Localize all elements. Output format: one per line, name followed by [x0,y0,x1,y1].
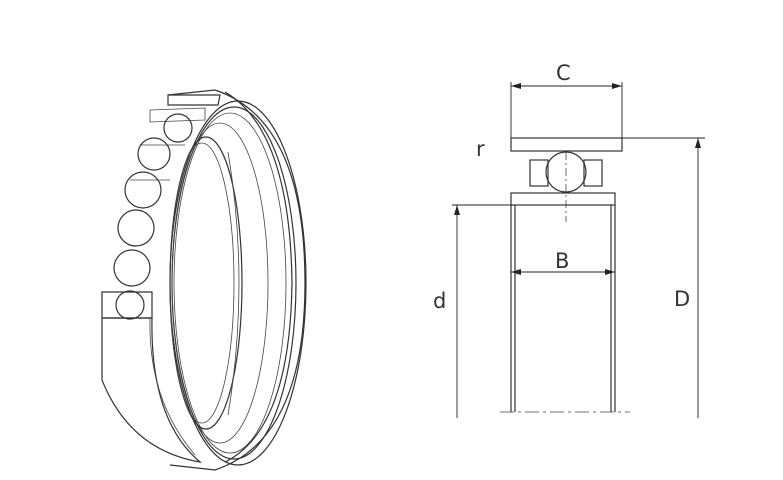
label-d: d [433,289,446,313]
ball-6 [115,290,145,320]
ball-1 [163,113,193,143]
outer-ring-groove [171,122,269,444]
cut-block-top [167,94,221,106]
cage-segment [149,107,206,123]
inner-ring-edge [169,136,243,430]
ball-3 [124,171,162,209]
inner-ring-section [510,192,616,206]
ball-5 [113,249,151,287]
bearing-isometric-icon [101,89,307,471]
inner-ring-shade [227,151,240,416]
outer-ring-section [510,137,623,152]
cut-front-face [101,317,203,463]
outer-ring-inner [173,112,287,454]
bearing-shell-outline [167,89,306,471]
label-c: C [556,61,571,85]
d-arrow [454,205,460,215]
inner-ring-bore [169,142,235,424]
label-b: B [555,249,569,273]
outer-d-arrow [695,138,701,148]
cut-front-line [149,317,196,456]
cage-right [583,159,603,187]
bearing-shell-inner [224,91,293,463]
label-r: r [476,137,485,161]
label-outer-d: D [674,287,690,311]
ball-2 [137,137,171,171]
bearing-cross-section-icon [452,82,705,418]
cage-left [529,159,549,187]
ball-4 [117,209,155,247]
